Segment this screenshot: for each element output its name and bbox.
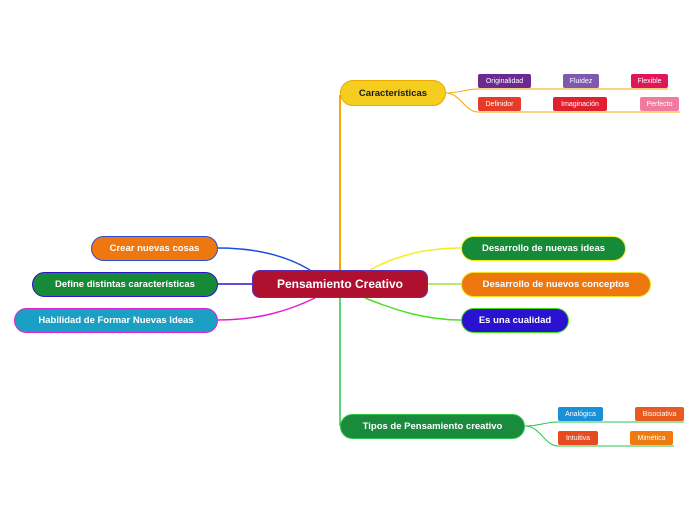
branch-habilidad-ideas[interactable]: Habilidad de Formar Nuevas Ideas	[14, 308, 218, 333]
branch-es-una-cualidad[interactable]: Es una cualidad	[461, 308, 569, 333]
link-desarrollo-ideas	[369, 247, 462, 271]
branch-desarrollo-conceptos[interactable]: Desarrollo de nuevos conceptos	[461, 272, 651, 297]
link-habilidad	[217, 297, 316, 321]
tag-perfecto[interactable]: Perfecto	[640, 97, 679, 111]
branch-caracteristicas[interactable]: Características	[340, 80, 446, 106]
tag-definidor[interactable]: Definidor	[478, 97, 521, 111]
tag-imaginacion[interactable]: Imaginación	[553, 97, 607, 111]
tag-mimetica[interactable]: Mimética	[630, 431, 673, 445]
central-topic[interactable]: Pensamiento Creativo	[252, 270, 428, 298]
tag-intuitiva[interactable]: Intuitiva	[558, 431, 598, 445]
branch-tipos-pensamiento[interactable]: Tipos de Pensamiento creativo	[340, 414, 525, 439]
tag-flexible[interactable]: Flexible	[631, 74, 668, 88]
link-cualidad	[364, 297, 462, 321]
link-crear	[217, 247, 311, 271]
tag-originalidad[interactable]: Originalidad	[478, 74, 531, 88]
tag-analogica[interactable]: Analógica	[558, 407, 603, 421]
branch-desarrollo-ideas[interactable]: Desarrollo de nuevas ideas	[461, 236, 626, 261]
tag-fluidez[interactable]: Fluidez	[563, 74, 599, 88]
branch-define-caracteristicas[interactable]: Define distintas características	[32, 272, 218, 297]
tag-bisociativa[interactable]: Bisociativa	[635, 407, 684, 421]
branch-crear-nuevas-cosas[interactable]: Crear nuevas cosas	[91, 236, 218, 261]
